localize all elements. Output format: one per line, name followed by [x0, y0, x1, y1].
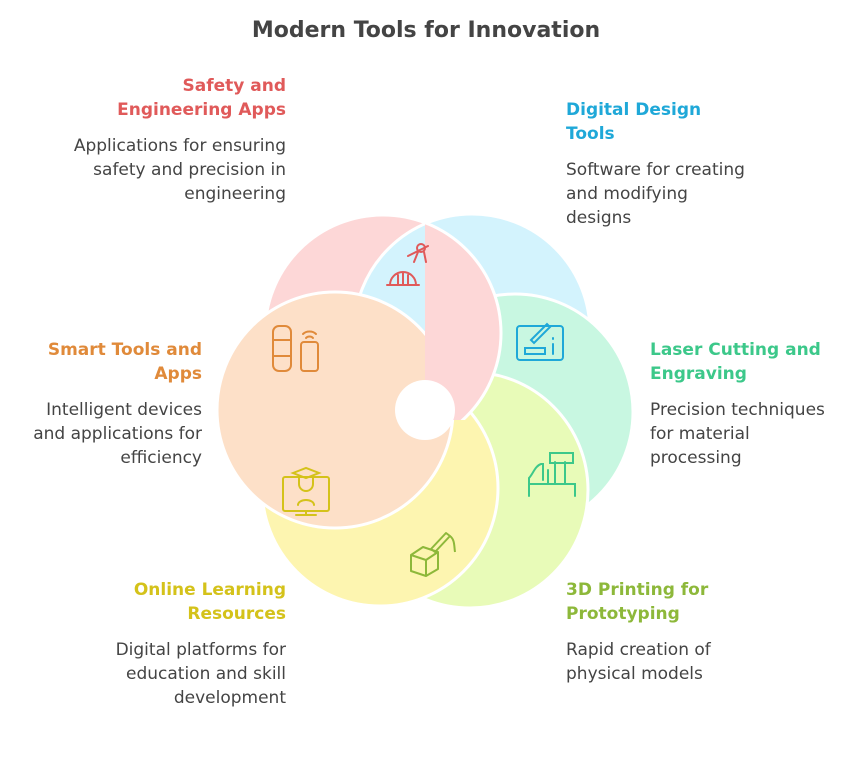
item-learning: Online Learning Resources Digital platfo… — [96, 578, 286, 710]
item-heading: Smart Tools and Apps — [47, 340, 202, 384]
item-printing: 3D Printing for Prototyping Rapid creati… — [566, 578, 756, 686]
3d-pen-cube-icon — [410, 532, 456, 577]
item-description: Software for creating and modifying desi… — [566, 160, 745, 228]
smart-devices-icon — [272, 325, 319, 372]
item-description: Precision techniques for material proces… — [650, 400, 825, 468]
diagram-title: Modern Tools for Innovation — [251, 18, 601, 43]
item-heading: Digital Design Tools — [566, 100, 702, 144]
center-hole — [395, 380, 455, 440]
item-safety: Safety and Engineering Apps Applications… — [66, 74, 286, 206]
item-description: Digital platforms for education and skil… — [115, 640, 286, 708]
item-heading: Online Learning Resources — [133, 580, 286, 624]
item-description: Rapid creation of physical models — [566, 640, 711, 684]
item-heading: Safety and Engineering Apps — [117, 76, 286, 120]
drawing-tablet-icon — [516, 322, 564, 361]
item-heading: 3D Printing for Prototyping — [566, 580, 709, 624]
item-description: Applications for ensuring safety and pre… — [73, 136, 286, 204]
item-laser: Laser Cutting and Engraving Precision te… — [650, 338, 825, 470]
item-heading: Laser Cutting and Engraving — [650, 340, 821, 384]
item-description: Intelligent devices and applications for… — [33, 400, 202, 468]
item-smart: Smart Tools and Apps Intelligent devices… — [32, 338, 202, 470]
monitor-graduate-icon — [282, 466, 330, 516]
hardhat-compass-icon — [386, 243, 429, 286]
item-digital: Digital Design Tools Software for creati… — [566, 98, 746, 230]
segment-safety-overlap — [425, 221, 503, 420]
laser-cutter-icon — [528, 452, 576, 497]
